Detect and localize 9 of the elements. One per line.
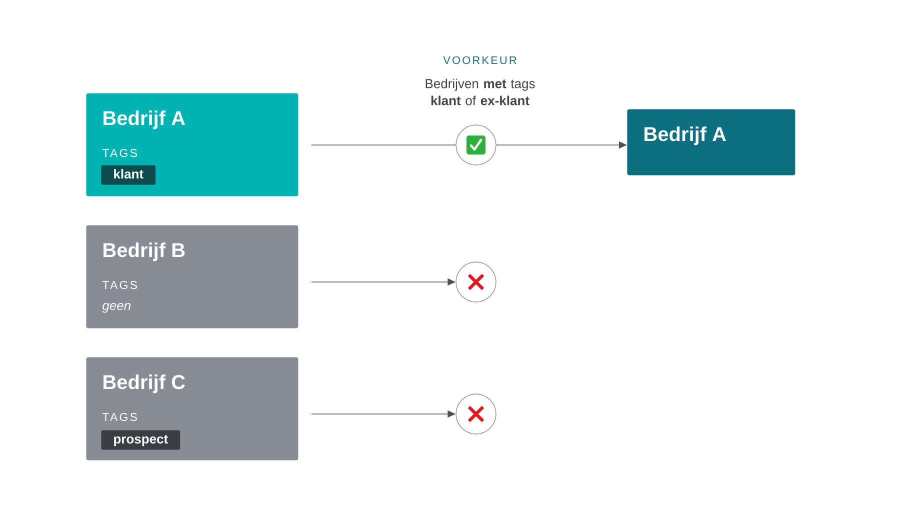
status-circle (456, 394, 496, 434)
connector-line (311, 144, 456, 146)
tag-badge: klant (101, 165, 156, 185)
filter-description: Bedrijven met tags klant of ex-klant (426, 78, 535, 106)
status-circle (456, 262, 496, 302)
tag-badge: prospect (101, 430, 180, 450)
column-heading: VOORKEUR (443, 56, 516, 64)
company-box: Bedrijf B TAGS geen (86, 225, 298, 328)
company-box: Bedrijf A (627, 109, 796, 176)
